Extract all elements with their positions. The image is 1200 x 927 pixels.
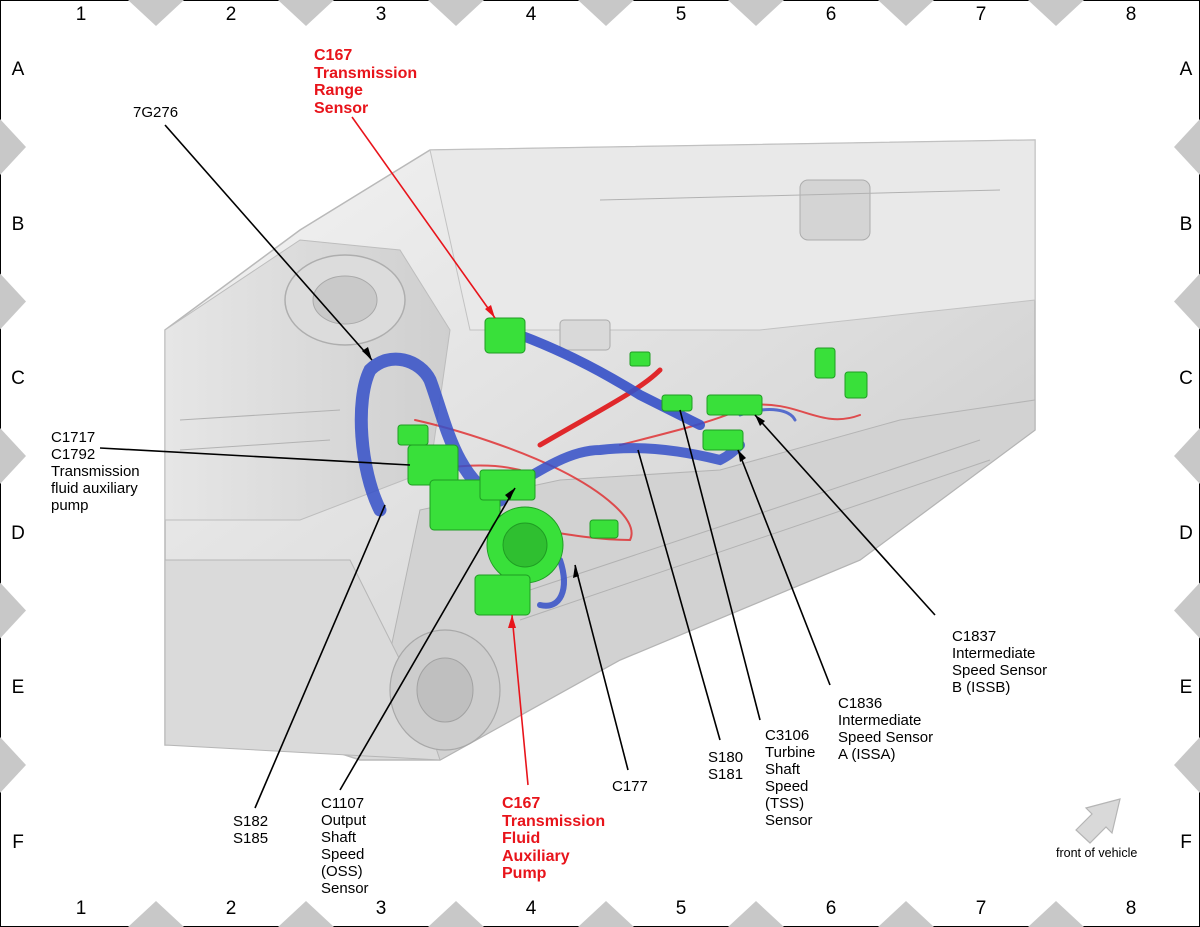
grid-column-8-bottom: 8	[1125, 898, 1137, 919]
grid-column-2-bottom: 2	[225, 898, 237, 919]
grid-marker-top	[128, 0, 184, 26]
grid-column-1-top: 1	[75, 4, 87, 25]
grid-marker-right	[1174, 737, 1200, 793]
grid-marker-bottom	[128, 901, 184, 927]
grid-marker-top	[1028, 0, 1084, 26]
grid-column-6-top: 6	[825, 4, 837, 25]
connector-c1836	[702, 429, 744, 451]
label-c1837-issb: C1837 Intermediate Speed Sensor B (ISSB)	[952, 628, 1048, 696]
leader-c3106	[679, 409, 761, 721]
leader-c167-range	[351, 116, 496, 319]
label-s180-s181: S180 S181	[708, 749, 744, 783]
label-c167-transmission-range-sensor: C167 Transmission Range Sensor	[314, 47, 418, 117]
grid-marker-bottom	[878, 901, 934, 927]
label-c1107-oss-sensor: C1107 Output Shaft Speed (OSS) Sensor	[321, 795, 369, 897]
grid-row-B-right: B	[1179, 213, 1193, 235]
grid-row-D-left: D	[11, 522, 25, 544]
leader-c1837	[754, 414, 936, 616]
grid-marker-left	[0, 428, 26, 484]
label-7g276: 7G276	[133, 104, 179, 121]
connector-c1837	[706, 394, 763, 416]
grid-column-1-bottom: 1	[75, 898, 87, 919]
aux-pump-face	[502, 522, 548, 568]
grid-row-A-right: A	[1179, 59, 1193, 80]
grid-column-7-bottom: 7	[975, 898, 987, 919]
grid-row-C-right: C	[1179, 368, 1193, 389]
leader-c1836	[737, 449, 831, 686]
label-c1836-issa: C1836 Intermediate Speed Sensor A (ISSA)	[838, 695, 934, 763]
leader-c1717	[99, 447, 411, 466]
grid-column-2-top: 2	[225, 4, 237, 25]
connector-c177	[589, 519, 619, 539]
grid-row-E-right: E	[1179, 677, 1193, 698]
grid-column-7-top: 7	[975, 4, 987, 25]
connector-c167-pump	[474, 574, 531, 616]
grid-column-8-top: 8	[1125, 4, 1137, 25]
grid-marker-top	[578, 0, 634, 26]
grid-marker-left	[0, 119, 26, 175]
grid-row-F-left: F	[12, 831, 24, 853]
grid-row-D-right: D	[1179, 522, 1193, 544]
grid-marker-top	[878, 0, 934, 26]
grid-column-5-top: 5	[675, 4, 687, 25]
grid-row-C-left: C	[11, 368, 25, 389]
grid-marker-bottom	[578, 901, 634, 927]
label-c3106-tss-sensor: C3106 Turbine Shaft Speed (TSS) Sensor	[765, 727, 816, 829]
grid-marker-left	[0, 582, 26, 639]
grid-row-A-left: A	[11, 59, 25, 80]
connector-issb-2	[844, 371, 868, 399]
grid-marker-bottom	[428, 901, 484, 927]
grid-marker-top	[278, 0, 334, 26]
grid-column-5-bottom: 5	[675, 898, 687, 919]
connector-small	[629, 351, 651, 367]
label-s182-s185: S182 S185	[233, 813, 269, 847]
grid-marker-left	[0, 737, 26, 793]
label-c177: C177	[612, 778, 648, 795]
leader-arrowheads	[362, 305, 765, 628]
grid-column-3-bottom: 3	[375, 898, 387, 919]
grid-row-B-left: B	[11, 213, 25, 235]
grid-column-4-top: 4	[525, 4, 537, 25]
connectors	[397, 317, 868, 616]
leader-7g276	[164, 124, 373, 361]
grid-marker-right	[1174, 428, 1200, 484]
connector-c1717	[397, 424, 429, 446]
grid-row-F-right: F	[1180, 831, 1192, 853]
leader-s180	[637, 449, 721, 741]
leader-c1107	[339, 487, 516, 791]
grid-marker-right	[1174, 582, 1200, 639]
leader-c167-pump	[511, 614, 529, 786]
grid-marker-bottom	[1028, 901, 1084, 927]
front-of-vehicle-label: front of vehicle	[1056, 846, 1138, 860]
arrow-up-right-icon	[1075, 798, 1121, 844]
leader-lines	[99, 116, 936, 809]
grid-marker-right	[1174, 273, 1200, 330]
grid-column-3-top: 3	[375, 4, 387, 25]
leader-s182	[254, 504, 386, 809]
grid-marker-bottom	[278, 901, 334, 927]
grid-marker-bottom	[728, 901, 784, 927]
leader-c177	[574, 564, 629, 771]
grid-column-4-bottom: 4	[525, 898, 537, 919]
grid-marker-top	[728, 0, 784, 26]
grid-marker-right	[1174, 119, 1200, 175]
label-c1717-c1792: C1717 C1792 Transmission fluid auxiliary…	[51, 429, 140, 514]
grid-marker-left	[0, 273, 26, 330]
label-c167-transmission-fluid-auxiliary-pump: C167 Transmission Fluid Auxiliary Pump	[502, 795, 606, 882]
connector-tss	[661, 394, 693, 412]
grid-marker-top	[428, 0, 484, 26]
connector-issb-pigtail	[814, 347, 836, 379]
grid-column-6-bottom: 6	[825, 898, 837, 919]
connector-c1792	[407, 444, 459, 486]
grid-row-E-left: E	[11, 677, 25, 698]
connector-c167-range	[484, 317, 526, 354]
